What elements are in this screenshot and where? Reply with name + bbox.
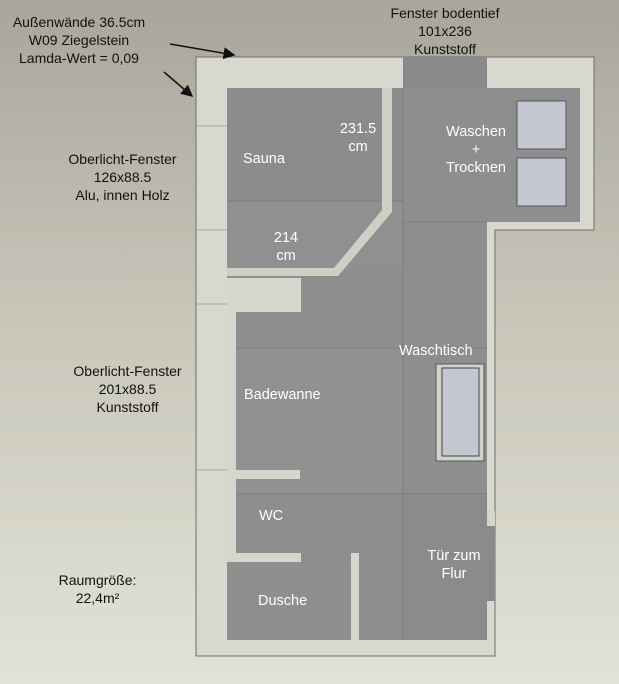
left-partition xyxy=(227,278,236,554)
skylight-2-line-3: Kunststoff xyxy=(96,399,159,415)
outer-walls-label: Außenwände 36.5cm W09 Ziegelstein Lamda-… xyxy=(4,13,154,67)
room-wash-dry: Waschen + Trocknen xyxy=(438,123,514,177)
left-wall-segments xyxy=(196,125,227,471)
door-line-2: Flur xyxy=(441,566,467,582)
partition-block xyxy=(236,278,301,312)
dimension-231-unit: cm xyxy=(348,139,368,155)
room-dusche: Dusche xyxy=(258,593,308,609)
skylight-1-label: Oberlicht-Fenster 126x88.5 Alu, innen Ho… xyxy=(50,150,195,204)
room-size-line-2: 22,4m² xyxy=(75,590,120,606)
shower-glass xyxy=(351,553,359,640)
top-window-line-2: 101x236 xyxy=(418,23,472,39)
door-line-1: Tür zum xyxy=(427,548,481,564)
skylight-1-line-1: Oberlicht-Fenster xyxy=(68,151,177,167)
door-label: Tür zum Flur xyxy=(420,547,488,583)
dimension-214-value: 214 xyxy=(273,230,299,246)
outer-wall-arrow-1 xyxy=(169,43,236,60)
dimension-214: 214 cm xyxy=(266,229,306,265)
wc-wall-top xyxy=(236,470,300,479)
outer-wall-arrow-2 xyxy=(163,71,194,97)
room-badewanne: Badewanne xyxy=(244,387,321,403)
washbasin-inner xyxy=(441,367,480,457)
skylight-2-line-2: 201x88.5 xyxy=(98,381,157,397)
washer xyxy=(516,100,567,150)
room-size-label: Raumgröße: 22,4m² xyxy=(40,571,155,607)
floor-seams xyxy=(227,88,487,640)
skylight-2-line-1: Oberlicht-Fenster xyxy=(73,363,182,379)
top-window-line-1: Fenster bodentief xyxy=(390,5,500,21)
dimension-214-unit: cm xyxy=(276,248,296,264)
top-window-line-3: Kunststoff xyxy=(413,41,476,57)
room-wc: WC xyxy=(259,508,284,524)
wash-label: Waschen xyxy=(446,124,506,140)
room-size-line-1: Raumgröße: xyxy=(58,572,137,588)
skylight-2-label: Oberlicht-Fenster 201x88.5 Kunststoff xyxy=(55,362,200,416)
floor-panels xyxy=(227,88,580,640)
skylight-1-line-3: Alu, innen Holz xyxy=(75,187,170,203)
dimension-231-value: 231.5 xyxy=(339,121,377,137)
dimension-231: 231.5 cm xyxy=(333,120,383,156)
dryer xyxy=(516,157,567,207)
top-window-label: Fenster bodentief 101x236 Kunststoff xyxy=(370,4,520,58)
skylight-1-line-2: 126x88.5 xyxy=(93,169,152,185)
outer-walls-line-3: Lamda-Wert = 0,09 xyxy=(19,50,139,66)
outer-walls-line-1: Außenwände 36.5cm xyxy=(12,14,146,30)
wash-plus: + xyxy=(471,142,481,158)
top-window xyxy=(403,57,487,88)
room-sauna: Sauna xyxy=(243,151,285,167)
door-opening xyxy=(487,526,495,601)
room-waschtisch: Waschtisch xyxy=(399,343,473,359)
door-jamb xyxy=(487,511,495,526)
shower-wall-top xyxy=(227,553,301,562)
outer-walls-line-2: W09 Ziegelstein xyxy=(28,32,130,48)
dry-label: Trocknen xyxy=(446,160,506,176)
